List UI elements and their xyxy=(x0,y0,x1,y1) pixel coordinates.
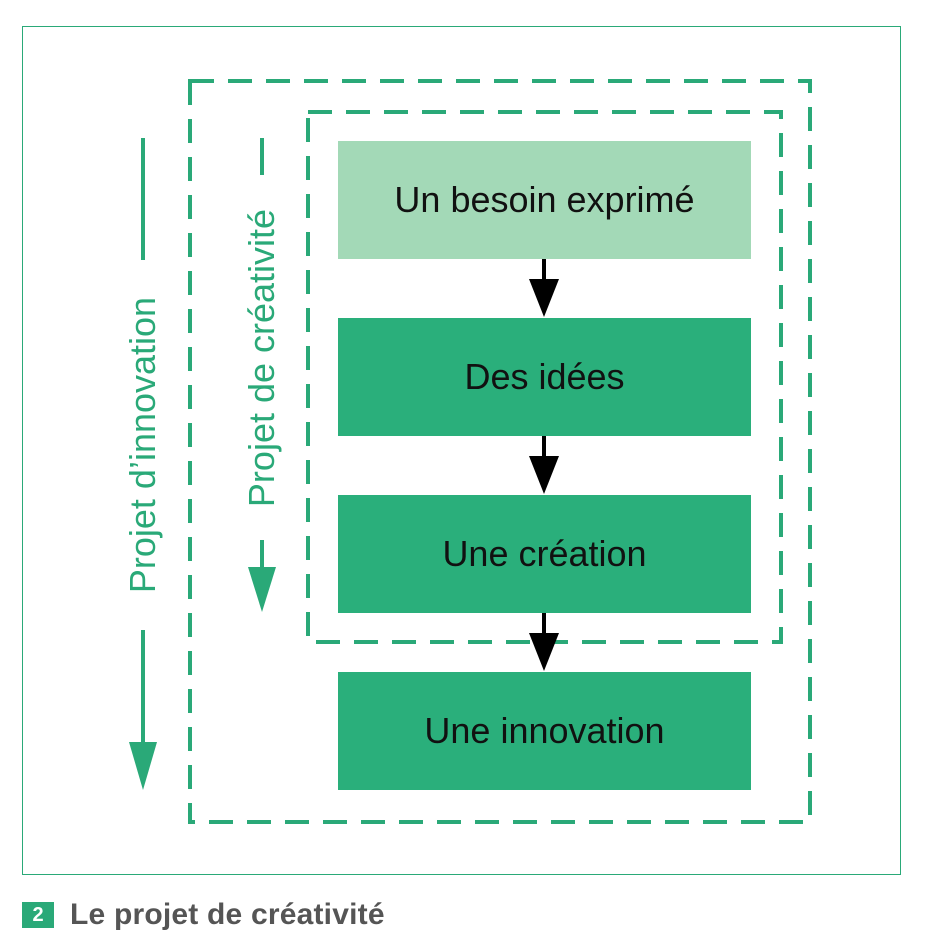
innovation-scope-label: Projet d’innovation xyxy=(122,296,163,594)
caption-title: Le projet de créativité xyxy=(70,898,385,931)
box-label: Une création xyxy=(442,533,647,574)
caption-number-badge: 2 xyxy=(22,902,54,928)
box-label: Des idées xyxy=(464,356,625,397)
innovation-scope-boundary xyxy=(188,79,812,824)
arrow-3-to-4 xyxy=(529,613,559,671)
box-creation: Une création xyxy=(338,495,751,613)
creativity-scope-label: Projet de créativité xyxy=(241,208,282,508)
figure-frame xyxy=(22,26,901,875)
box-innovation: Une innovation xyxy=(338,672,751,790)
box-label: Un besoin exprimé xyxy=(394,179,695,220)
figure-caption: 2 Le projet de créativité xyxy=(22,898,385,932)
box-need-expressed: Un besoin exprimé xyxy=(338,141,751,259)
arrow-1-to-2 xyxy=(529,259,559,317)
innovation-direction-arrow xyxy=(129,138,157,790)
arrow-2-to-3 xyxy=(529,436,559,494)
box-label: Une innovation xyxy=(424,710,665,751)
box-ideas: Des idées xyxy=(338,318,751,436)
creativity-direction-arrow xyxy=(248,138,276,612)
